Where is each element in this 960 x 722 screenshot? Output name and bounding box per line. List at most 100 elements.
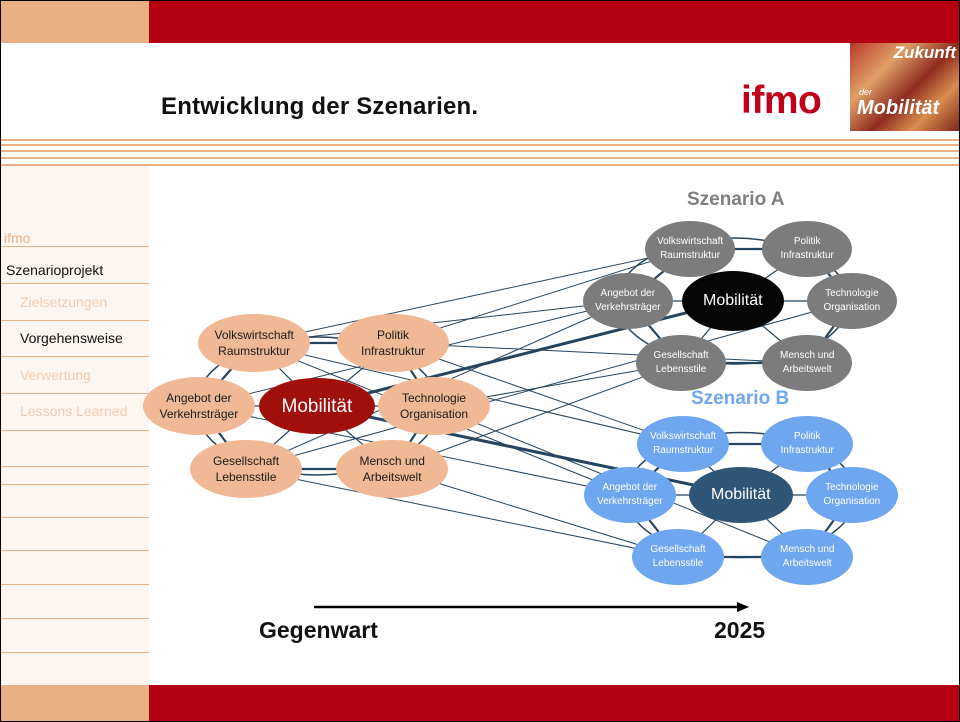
nav-item-szenarioprojekt[interactable]: Szenarioprojekt (6, 262, 104, 278)
scenario_b-node-pi (761, 416, 853, 472)
nav-item-zielsetzungen[interactable]: Zielsetzungen (20, 294, 108, 310)
divider-line (1, 139, 959, 141)
nav-separator (1, 320, 149, 321)
node-label-line: Lebensstile (655, 364, 707, 375)
node-label-line: Technologie (825, 482, 879, 493)
node-label-line: Infrastruktur (780, 445, 834, 456)
node-label-line: Lebensstile (652, 558, 704, 569)
nav-separator (1, 356, 149, 357)
brand-logo-text: ifmo (741, 79, 822, 122)
divider-line (1, 150, 959, 152)
nav-item-lessons-learned[interactable]: Lessons Learned (20, 403, 128, 419)
page-title: Entwicklung der Szenarien. (161, 93, 479, 120)
left-node-vr (198, 314, 310, 372)
node-label-line: Arbeitswelt (782, 558, 832, 569)
node-label-line: Mensch und (780, 544, 835, 555)
nav-separator (1, 584, 149, 585)
scenario_a-node-ma (762, 335, 852, 391)
left-node-ma (336, 440, 448, 498)
node-label-line: Gesellschaft (213, 454, 280, 468)
node-label-line: Raumstruktur (653, 445, 714, 456)
scenario_b-node-vr (637, 416, 729, 472)
cross-connection-line (245, 468, 679, 558)
node-label-line: Technologie (401, 391, 467, 405)
scenario-a-title: Szenario A (687, 189, 785, 210)
nav-separator (1, 517, 149, 518)
scenario_b-node-to (806, 467, 898, 523)
header-bar (149, 1, 959, 43)
sidebar-nav: ifmo Szenarioprojekt Zielsetzungen Vorge… (1, 1, 149, 721)
node-label-line: Verkehrsträger (595, 302, 661, 313)
node-label-line: Mensch und (359, 454, 425, 468)
node-label-line: Gesellschaft (653, 350, 709, 361)
nav-item-vorgehensweise[interactable]: Vorgehensweise (20, 330, 123, 346)
divider-line (1, 164, 959, 166)
nav-separator (1, 430, 149, 431)
node-label-line: Mensch und (780, 350, 835, 361)
scenario_a-node-to (807, 273, 897, 329)
scenario_a-center-node (682, 271, 784, 331)
scenario_a-node-vr (645, 221, 735, 277)
sidebar-background (1, 166, 149, 686)
left-node-to (378, 377, 490, 435)
nav-separator (1, 393, 149, 394)
cross-connection-line (392, 342, 808, 364)
node-label-line: Verkehrsträger (597, 496, 663, 507)
node-label-line: Organisation (823, 302, 881, 313)
footer-accent-left (1, 685, 149, 721)
left-node-av (143, 377, 255, 435)
left-node-gl (190, 440, 302, 498)
nav-item-ifmo[interactable]: ifmo (4, 230, 31, 246)
divider-line (1, 144, 959, 146)
nav-item-verwertung[interactable]: Verwertung (20, 367, 91, 383)
network-nodes (143, 221, 898, 585)
scenario_b-node-ma (761, 529, 853, 585)
nav-separator (1, 618, 149, 619)
cross-connection-line (392, 248, 691, 344)
timeline-arrowhead (737, 602, 749, 612)
node-label-line: Verkehrsträger (159, 407, 239, 421)
node-label-line: Technologie (825, 288, 879, 299)
header-accent-left (1, 1, 149, 43)
node-label-line: Arbeitswelt (782, 364, 832, 375)
timeline-end-label: 2025 (714, 617, 766, 643)
node-label-line: Angebot der (602, 482, 658, 493)
node-label-line: Gesellschaft (650, 544, 706, 555)
timeline-arrow (314, 602, 749, 612)
logo-text-big: Mobilität (857, 97, 940, 119)
node-label-line: Organisation (823, 496, 881, 507)
nav-separator (1, 652, 149, 653)
zukunft-mobilitaet-logo: Zukunft der Mobilität (850, 43, 959, 131)
footer-bar (149, 685, 959, 721)
cross-connection-line (253, 300, 629, 344)
nav-separator (1, 550, 149, 551)
node-label-line: Raumstruktur (660, 250, 721, 261)
node-label-line: Infrastruktur (361, 344, 426, 358)
scenario_a-center-label: Mobilität (703, 292, 763, 309)
scenario_b-center-label: Mobilität (711, 486, 771, 503)
cross-connection-line (253, 248, 691, 344)
left-center-label: Mobilität (281, 395, 353, 417)
divider-line (1, 157, 959, 159)
node-label-line: Lebensstile (215, 470, 277, 484)
node-label-line: Angebot der (166, 391, 232, 405)
node-label-line: Politik (793, 431, 821, 442)
node-label-line: Arbeitswelt (362, 470, 422, 484)
